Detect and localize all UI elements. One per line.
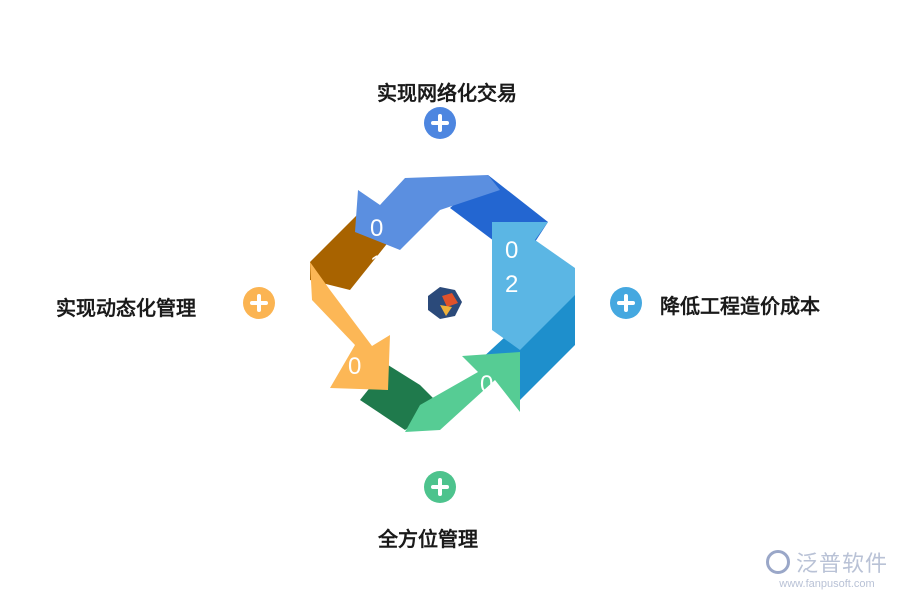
watermark: 泛普软件 www.fanpusoft.com (765, 546, 888, 590)
segment-2 (492, 222, 575, 350)
step-3-label: 全方位管理 (378, 527, 478, 551)
segment-1 (355, 175, 500, 250)
step-2-label: 降低工程造价成本 (660, 294, 820, 318)
watermark-logo-icon (765, 550, 790, 574)
watermark-url: www.fanpusoft.com (779, 578, 875, 590)
plus-icon-bottom[interactable] (424, 471, 456, 503)
watermark-name: 泛普软件 (795, 552, 888, 577)
step-1-number: 0 (370, 215, 383, 242)
step-2-number-b: 2 (505, 271, 518, 298)
segment-3 (405, 352, 520, 432)
step-1-label: 实现网络化交易 (377, 81, 517, 105)
plus-icon-left[interactable] (243, 287, 275, 319)
plus-icon-right[interactable] (610, 287, 642, 319)
step-3-number-b: 3 (480, 409, 493, 436)
plus-icon-top[interactable] (424, 107, 456, 139)
step-2-number: 0 (505, 237, 518, 264)
segment-4 (310, 262, 390, 390)
step-3-number: 0 (480, 371, 493, 398)
step-1-number-b: 1 (370, 251, 383, 278)
step-4-label: 实现动态化管理 (56, 296, 196, 320)
step-4-number: 0 (348, 353, 361, 380)
step-4-number-b: 4 (348, 387, 361, 414)
center-logo (428, 287, 462, 319)
